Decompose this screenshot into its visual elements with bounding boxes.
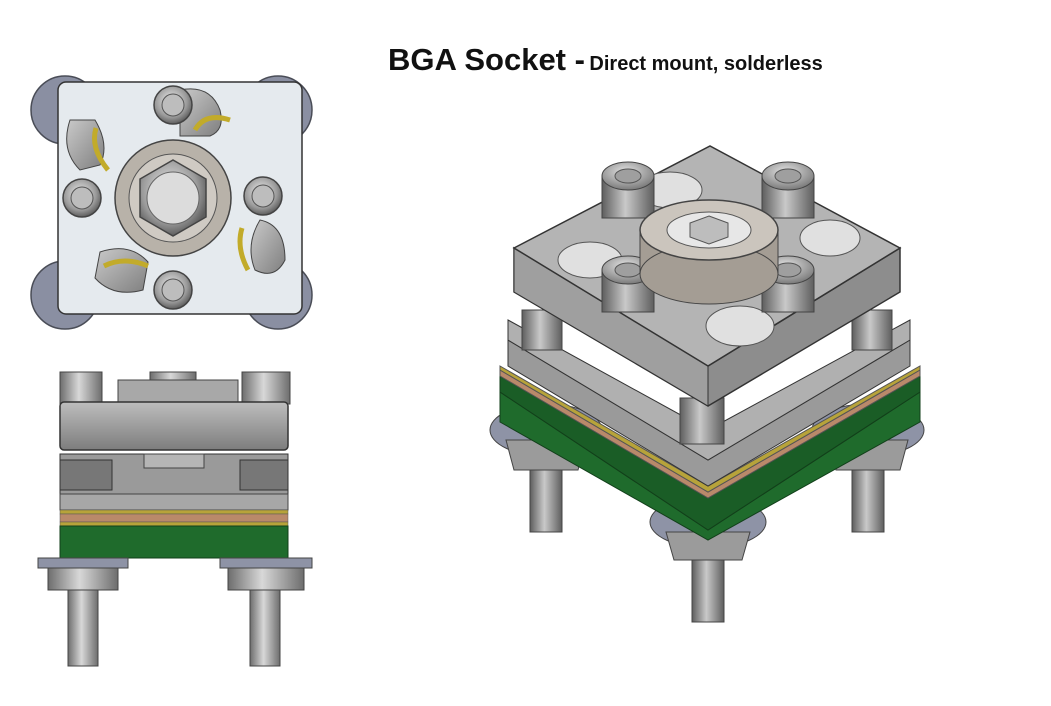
front-pcb (59, 525, 289, 559)
front-view (37, 371, 313, 667)
socket-pockets (66, 88, 286, 293)
cap-screws (62, 85, 283, 310)
drawing-title: BGA Socket - Direct mount, solderless (388, 42, 823, 78)
isometric-view (489, 145, 925, 623)
iso-center-screw (639, 199, 779, 305)
center-screw (114, 139, 232, 257)
iso-cap-screws (601, 161, 815, 313)
title-main: BGA Socket - (388, 42, 585, 77)
title-subtitle: Direct mount, solderless (589, 53, 823, 75)
top-view (30, 75, 313, 330)
front-top-plate (59, 401, 289, 451)
